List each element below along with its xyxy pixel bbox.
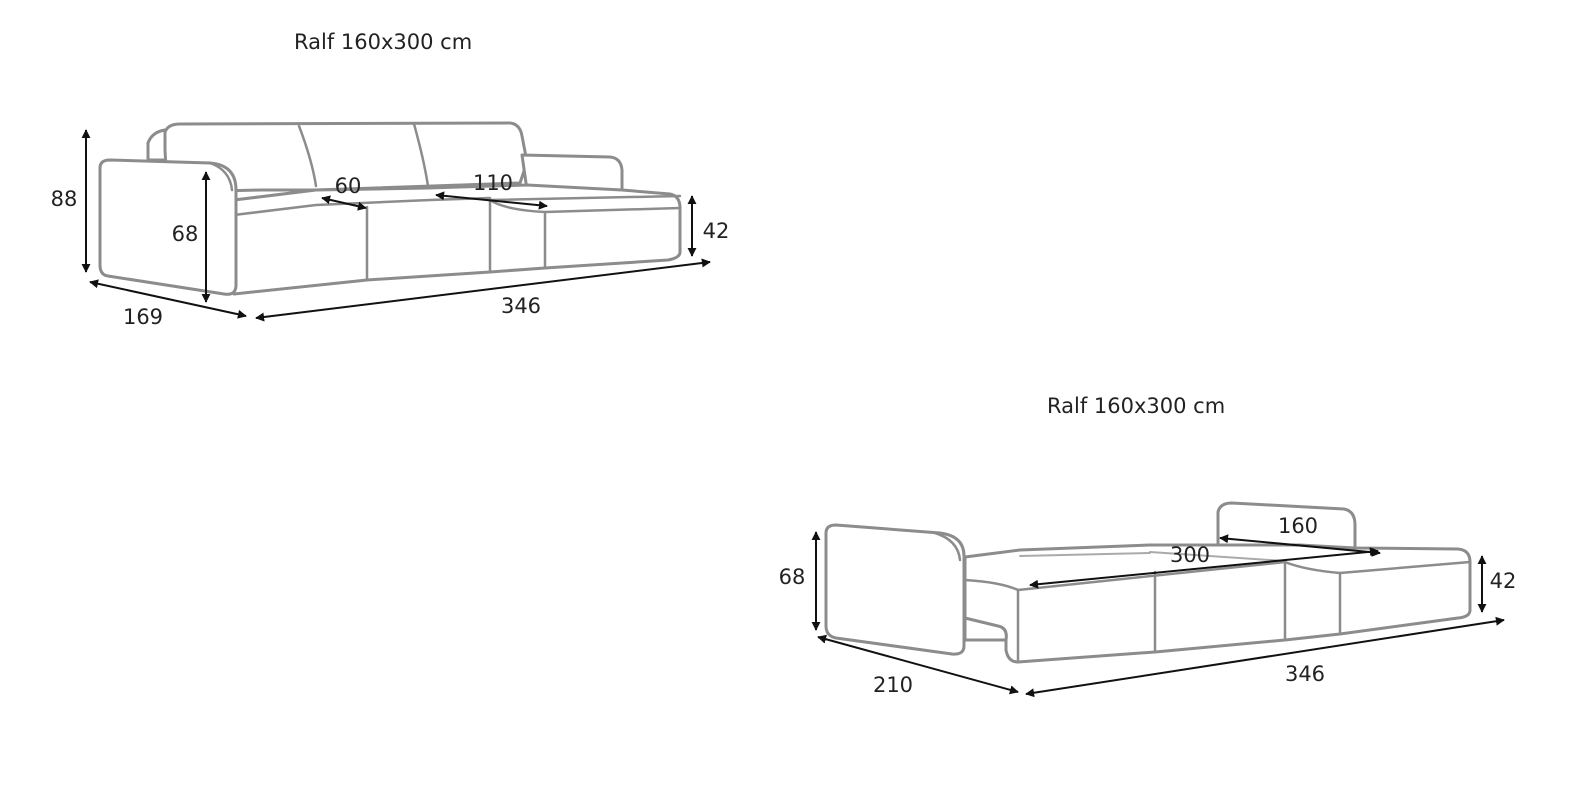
arrow-seat-depth [321, 195, 367, 211]
label-depth-open: 210 [873, 673, 913, 697]
arrow-sleep-length [1029, 547, 1379, 589]
sofa-open-diagram: Ralf 160x300 cm [779, 394, 1517, 698]
arrow-depth [89, 279, 247, 319]
label-length-open: 346 [1285, 662, 1325, 686]
dimension-arrows-open [811, 531, 1505, 698]
label-seat-height: 42 [703, 219, 730, 243]
label-armrest-height: 68 [172, 222, 199, 246]
label-sleep-length: 300 [1170, 543, 1210, 567]
label-depth: 169 [123, 305, 163, 329]
caption-closed: Ralf 160x300 cm [294, 30, 472, 54]
label-armrest-height-open: 68 [779, 565, 806, 589]
arrow-length-open [1025, 616, 1505, 698]
label-seat-height-open: 42 [1490, 569, 1517, 593]
sofa-closed-outline [98, 121, 682, 296]
label-chaise-width: 110 [473, 171, 513, 195]
label-sleep-width: 160 [1278, 514, 1318, 538]
arrow-length [255, 258, 711, 322]
dimension-arrows-closed [81, 129, 711, 322]
label-length: 346 [501, 294, 541, 318]
sofa-closed-diagram: Ralf 160x300 cm [51, 30, 730, 329]
arrow-chaise-width [435, 191, 548, 210]
label-seat-depth: 60 [335, 174, 362, 198]
label-height-total: 88 [51, 187, 78, 211]
arrow-depth-open [817, 634, 1019, 695]
caption-open: Ralf 160x300 cm [1047, 394, 1225, 418]
sofa-open-outline [824, 501, 1472, 664]
